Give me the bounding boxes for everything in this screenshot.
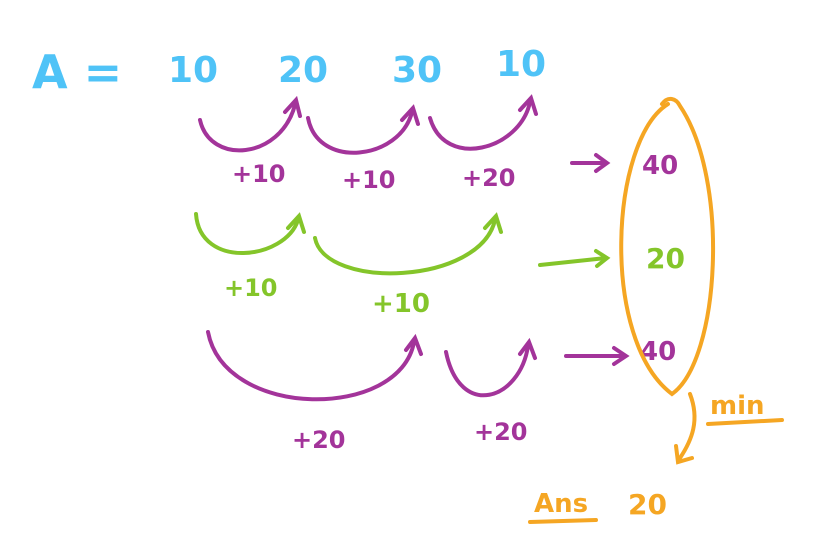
array-label: A =	[32, 45, 122, 99]
row2-arrowhead-0	[286, 212, 306, 234]
array-value-0: 10	[168, 50, 218, 91]
min-label: min	[710, 391, 765, 421]
row3-arrowhead-0	[404, 333, 423, 356]
row2-arrowhead-1	[483, 212, 503, 234]
min-oval	[619, 97, 716, 397]
row2-result-arrow	[538, 256, 608, 267]
answer-underline	[528, 518, 598, 524]
row1-arc-1	[306, 110, 414, 155]
array-value-2: 30	[392, 50, 442, 91]
row1-jump-2: +20	[462, 164, 516, 192]
array-value-1: 20	[278, 50, 328, 91]
row3-arc-1	[444, 344, 530, 398]
row1-arrowhead-0	[283, 95, 302, 118]
min-arrow	[678, 392, 697, 460]
array-value-3: 10	[496, 44, 546, 85]
row1-arc-2	[428, 100, 532, 151]
row1-arc-0	[198, 103, 297, 153]
row3-arrowhead-1	[518, 337, 537, 360]
row2-jump-1: +10	[372, 289, 430, 319]
row3-jump-1: +20	[474, 418, 528, 446]
row3-jump-0: +20	[292, 426, 346, 454]
min-arrowhead	[674, 444, 694, 465]
row1-jump-0: +10	[232, 160, 286, 188]
row2-arcs	[194, 212, 611, 276]
row2-arc-0	[194, 212, 300, 255]
row3-arc-0	[206, 330, 416, 402]
answer-label: Ans	[534, 489, 588, 519]
row2-arc-1	[313, 218, 497, 276]
row1-arrowhead-2	[518, 94, 538, 116]
row1-arrowhead-1	[400, 104, 420, 126]
row2-result: 20	[646, 242, 685, 275]
row2-result-arrowhead	[594, 249, 611, 268]
row1-result-arrowhead	[594, 153, 611, 173]
row1-jump-1: +10	[342, 166, 396, 194]
row1-arcs	[198, 94, 611, 173]
row3-arcs	[206, 330, 630, 402]
row3-result-arrowhead	[612, 346, 630, 366]
answer-value: 20	[628, 488, 667, 521]
min-highlight	[528, 97, 784, 524]
min-underline	[706, 418, 784, 426]
row1-result: 40	[642, 151, 678, 181]
row2-jump-0: +10	[224, 274, 278, 302]
